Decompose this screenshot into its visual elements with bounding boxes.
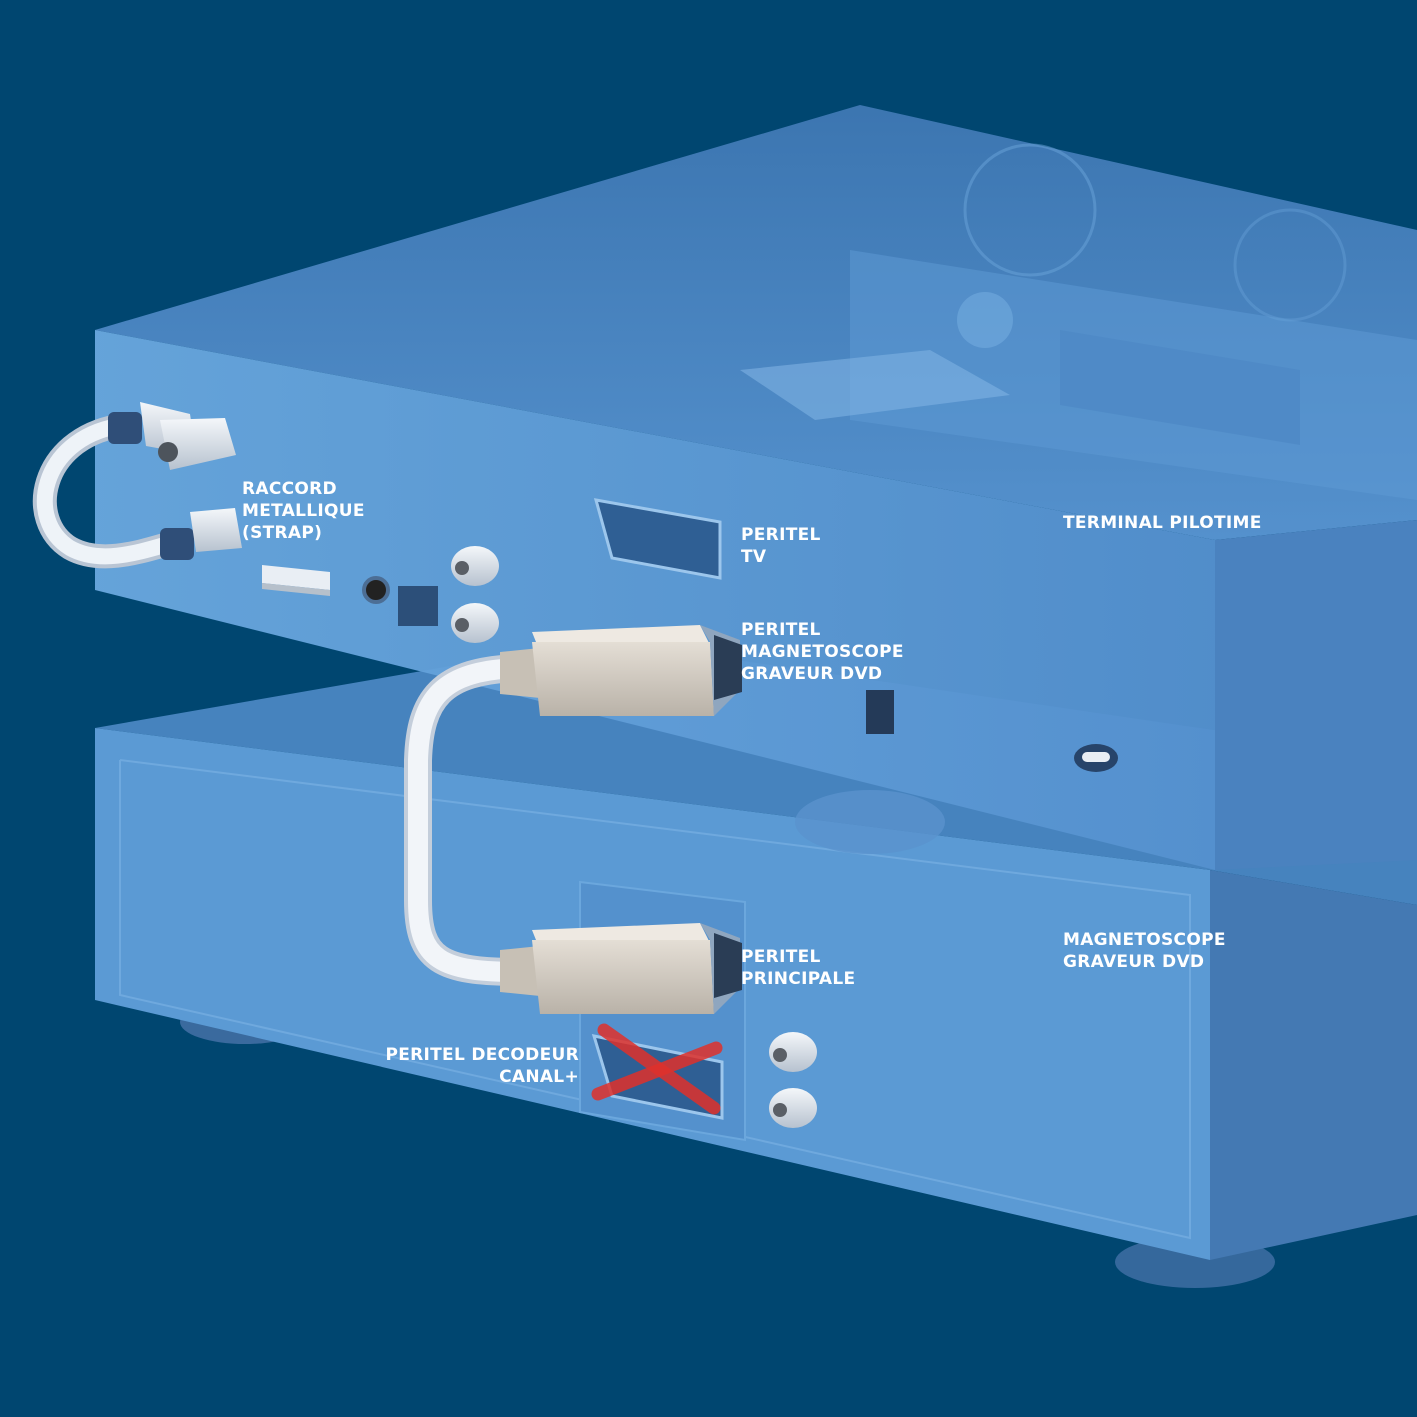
power-socket: [866, 690, 894, 734]
label-raccord-line1: RACCORD: [242, 479, 337, 499]
label-terminal-pilotime: TERMINAL PILOTIME: [1063, 513, 1262, 533]
upper-box: [95, 105, 1417, 870]
optical-out-port: [398, 586, 438, 626]
peritel-tv-socket: [593, 498, 722, 580]
mini-jack-port: [362, 576, 390, 604]
label-raccord-metallique: RACCORD METALLIQUE (STRAP): [242, 478, 365, 544]
label-magneto-line1: MAGNETOSCOPE: [1063, 930, 1226, 950]
label-peritel-magneto-line3: GRAVEUR DVD: [741, 664, 883, 684]
label-peritel-decodeur: PERITEL DECODEUR CANAL+: [385, 1044, 579, 1088]
upper-drive-slot: [1060, 330, 1300, 445]
lower-front-panel-edge: [119, 759, 1191, 1240]
scart-cable: [404, 654, 534, 986]
label-decodeur-line1: PERITEL DECODEUR: [385, 1045, 579, 1065]
label-peritel-principale-line2: PRINCIPALE: [741, 969, 856, 989]
lower-box-side: [1210, 870, 1417, 1260]
upper-box-side: [1215, 520, 1417, 870]
label-magneto-line2: GRAVEUR DVD: [1063, 952, 1205, 972]
usb-port: [262, 565, 330, 596]
upper-fan: [963, 143, 1097, 277]
lower-rca-jack-top: [769, 1032, 817, 1072]
label-raccord-line2: METALLIQUE: [242, 501, 365, 521]
label-peritel-principale: PERITEL PRINCIPALE: [741, 946, 855, 990]
label-peritel-principale-line1: PERITEL: [741, 947, 821, 967]
upper-box-front: [95, 330, 1215, 870]
label-peritel-magneto-line1: PERITEL: [741, 620, 821, 640]
cross-mark-icon: [591, 1023, 723, 1115]
rca-jack-top: [451, 546, 499, 586]
upper-fan-right: [1233, 208, 1347, 322]
label-magnetoscope-graveur: MAGNETOSCOPE GRAVEUR DVD: [1063, 929, 1226, 973]
label-peritel-magneto-line2: MAGNETOSCOPE: [741, 642, 904, 662]
label-raccord-line3: (STRAP): [242, 523, 323, 543]
scart-plug-top: [500, 625, 742, 716]
scart-plug-bottom: [500, 923, 742, 1014]
lower-rca-jack-bottom: [769, 1088, 817, 1128]
upper-knob: [957, 292, 1013, 348]
label-decodeur-line2: CANAL+: [499, 1067, 579, 1087]
label-peritel-magnetoscope: PERITEL MAGNETOSCOPE GRAVEUR DVD: [741, 619, 904, 685]
power-connector: [1074, 744, 1118, 772]
label-peritel-tv-line1: PERITEL: [741, 525, 821, 545]
label-peritel-tv: PERITEL TV: [741, 524, 821, 568]
rca-jack-bottom: [451, 603, 499, 643]
strap-cable: [32, 402, 242, 569]
label-peritel-tv-line2: TV: [741, 547, 767, 567]
upper-card: [740, 350, 1010, 420]
upper-foot-mid: [795, 790, 945, 854]
